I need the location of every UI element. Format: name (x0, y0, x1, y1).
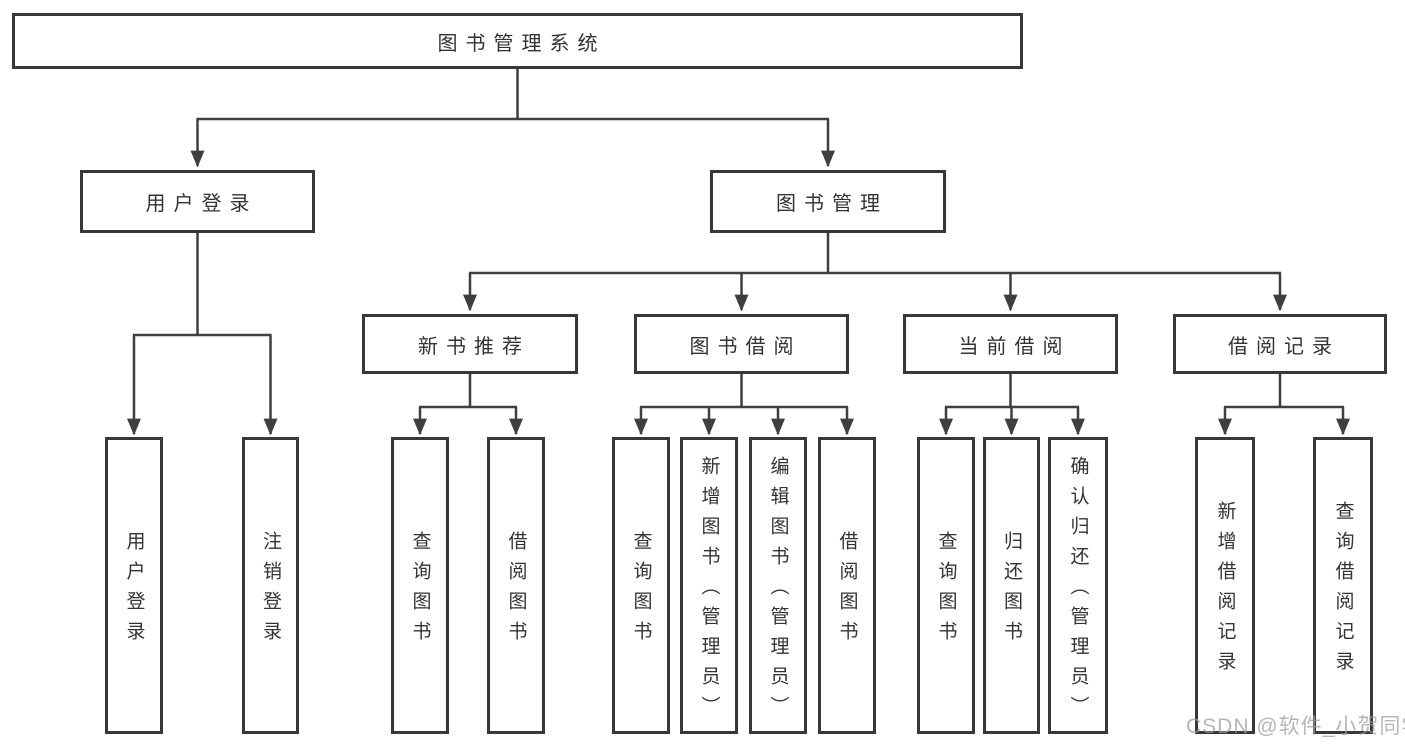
leaf-add-book-admin: 新增图书（管理员） (680, 437, 738, 734)
leaf-label: 查询图书 (630, 531, 652, 651)
node-label: 新书推荐 (418, 335, 530, 358)
node-library-management-system: 图书管理系统 (12, 13, 1023, 69)
leaf-label: 借阅图书 (505, 531, 527, 651)
node-label: 图书管理 (776, 193, 888, 215)
leaf-query-borrow-record: 查询借阅记录 (1313, 437, 1373, 734)
connector-borrow-records-to-leaves (1218, 374, 1350, 436)
connector-root-to-level2 (190, 69, 835, 168)
leaf-confirm-return-admin: 确认归还（管理员） (1048, 437, 1108, 734)
leaf-label: 查询图书 (935, 531, 957, 651)
node-label: 当前借阅 (958, 335, 1071, 358)
leaf-label: 查询借阅记录 (1332, 501, 1354, 681)
leaf-borrow-books: 借阅图书 (818, 437, 876, 734)
leaf-label: 新增图书（管理员） (698, 456, 720, 726)
connector-current-borrow-to-leaves (939, 374, 1085, 436)
leaf-logout: 注销登录 (242, 437, 299, 734)
leaf-query-books-borrow: 查询图书 (612, 437, 670, 734)
leaf-query-books-recommend: 查询图书 (391, 437, 449, 734)
csdn-watermark: CSDN @软件_小贺同学 (1186, 715, 1405, 738)
node-book-borrow: 图书借阅 (634, 314, 849, 374)
connector-user-login-to-leaves (127, 233, 278, 436)
node-label: 借阅记录 (1228, 335, 1340, 358)
connector-book-management-to-level3 (463, 233, 1287, 312)
node-borrow-records: 借阅记录 (1173, 314, 1387, 374)
connector-new-book-to-leaves (413, 374, 523, 436)
node-book-management: 图书管理 (710, 170, 946, 233)
leaf-borrow-books-recommend: 借阅图书 (487, 437, 545, 734)
leaf-label: 归还图书 (1001, 531, 1022, 651)
connector-book-borrow-to-leaves (634, 374, 854, 436)
node-current-borrow: 当前借阅 (903, 314, 1118, 374)
leaf-label: 用户登录 (123, 531, 145, 651)
leaf-user-login: 用户登录 (105, 437, 163, 734)
leaf-label: 新增借阅记录 (1214, 501, 1236, 681)
leaf-label: 确认归还（管理员） (1067, 456, 1089, 726)
leaf-return-book: 归还图书 (983, 437, 1040, 734)
node-label: 图书管理系统 (437, 32, 606, 55)
leaf-add-borrow-record: 新增借阅记录 (1195, 437, 1255, 734)
leaf-label: 注销登录 (260, 531, 281, 651)
node-new-book-recommend: 新书推荐 (362, 314, 578, 374)
node-user-login: 用户登录 (80, 170, 315, 233)
leaf-label: 借阅图书 (836, 531, 858, 651)
node-label: 图书借阅 (689, 335, 802, 358)
leaf-edit-book-admin: 编辑图书（管理员） (749, 437, 807, 734)
leaf-label: 编辑图书（管理员） (767, 456, 789, 726)
node-label: 用户登录 (145, 193, 258, 215)
leaf-query-books-current: 查询图书 (917, 437, 975, 734)
leaf-label: 查询图书 (409, 531, 431, 651)
